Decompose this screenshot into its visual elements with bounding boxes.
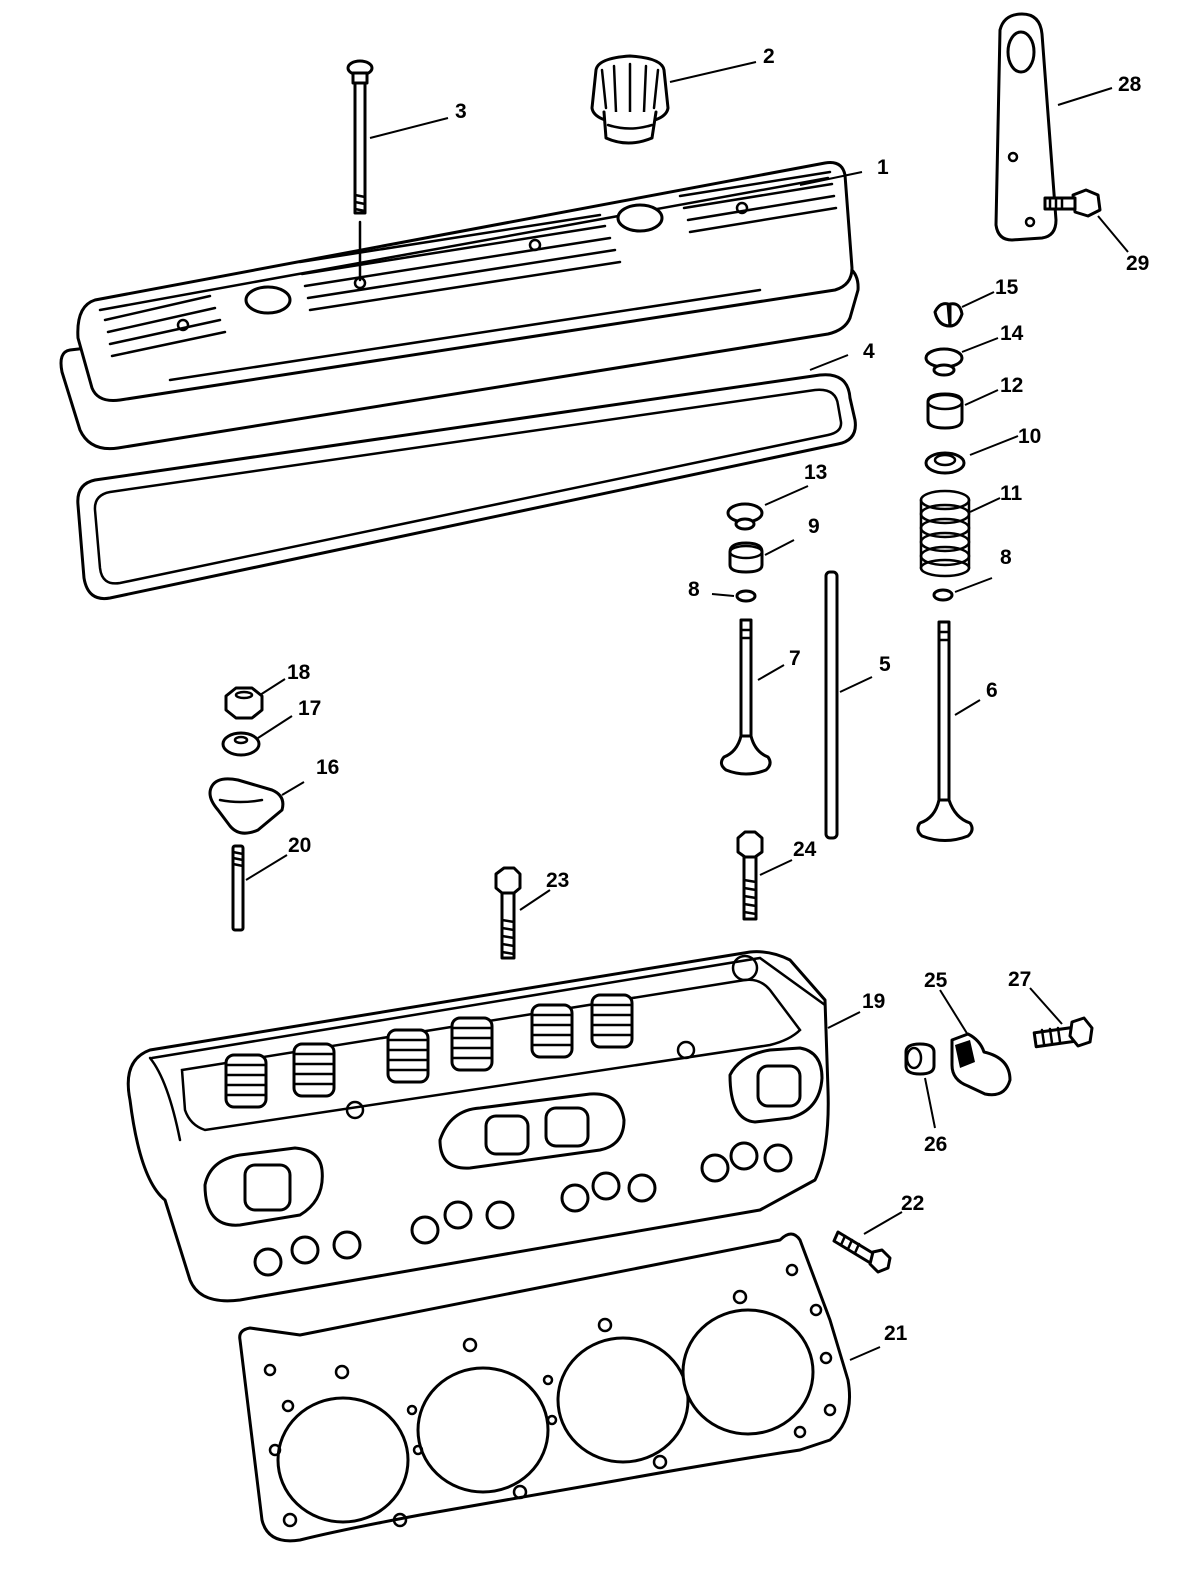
callout-20: 20 bbox=[288, 834, 311, 857]
callout-8-left: 8 bbox=[688, 578, 700, 601]
callout-4: 4 bbox=[863, 340, 875, 363]
callout-8-right: 8 bbox=[1000, 546, 1012, 569]
clamp-bolt bbox=[1032, 1016, 1094, 1049]
valve-cover bbox=[59, 161, 860, 451]
rocker-ball bbox=[221, 731, 261, 757]
head-bolt-short bbox=[494, 866, 522, 960]
callout-26: 26 bbox=[924, 1133, 947, 1156]
callout-27: 27 bbox=[1008, 968, 1031, 991]
valve-rotator bbox=[926, 392, 964, 430]
callout-24: 24 bbox=[793, 838, 817, 861]
valve-cover-bolt bbox=[346, 59, 374, 282]
callout-23: 23 bbox=[546, 869, 569, 892]
oil-seal-left bbox=[735, 589, 757, 603]
callout-1: 1 bbox=[877, 156, 889, 179]
head-valve-springs bbox=[224, 993, 634, 1109]
head-bolt-long bbox=[736, 830, 764, 921]
spring-shim bbox=[924, 451, 966, 475]
callout-5: 5 bbox=[879, 653, 891, 676]
pushrod bbox=[824, 570, 839, 840]
callout-13: 13 bbox=[804, 461, 827, 484]
oil-seal-right bbox=[932, 588, 954, 602]
valve-cover-gasket bbox=[76, 373, 857, 601]
callout-29: 29 bbox=[1126, 252, 1149, 275]
spacer bbox=[904, 1042, 936, 1076]
bracket-bolt bbox=[1043, 188, 1102, 218]
cylinder-head bbox=[126, 950, 830, 1303]
rocker-arm bbox=[208, 777, 285, 835]
callout-3: 3 bbox=[455, 100, 467, 123]
rocker-stud bbox=[231, 844, 245, 932]
callout-labels: 1 2 3 4 5 6 7 8 8 9 10 11 12 13 14 15 16… bbox=[287, 45, 1149, 1345]
callout-15: 15 bbox=[995, 276, 1019, 299]
leader-lines bbox=[245, 61, 1129, 1361]
intake-spring-cap bbox=[726, 502, 764, 531]
callout-6: 6 bbox=[986, 679, 998, 702]
clamp bbox=[950, 1032, 1012, 1097]
valve-shield bbox=[728, 541, 764, 574]
oil-filler-cap bbox=[590, 54, 670, 145]
callout-17: 17 bbox=[298, 697, 321, 720]
lower-head-bolt bbox=[832, 1230, 892, 1274]
lifting-bracket bbox=[994, 12, 1058, 242]
callout-2: 2 bbox=[763, 45, 775, 68]
valve-keepers bbox=[933, 302, 964, 328]
callout-7: 7 bbox=[789, 647, 801, 670]
intake-valve bbox=[719, 618, 772, 776]
callout-16: 16 bbox=[316, 756, 339, 779]
rocker-arm-nut bbox=[224, 686, 264, 720]
callout-10: 10 bbox=[1018, 425, 1041, 448]
callout-21: 21 bbox=[884, 1322, 908, 1345]
valve-spring bbox=[919, 489, 971, 578]
callout-11: 11 bbox=[1000, 482, 1023, 505]
callout-14: 14 bbox=[1000, 322, 1024, 345]
callout-18: 18 bbox=[287, 661, 311, 684]
callout-22: 22 bbox=[901, 1192, 924, 1215]
callout-25: 25 bbox=[924, 969, 948, 992]
callout-28: 28 bbox=[1118, 73, 1142, 96]
callout-9: 9 bbox=[808, 515, 820, 538]
exhaust-valve bbox=[916, 620, 974, 842]
cylinder-head-gasket bbox=[238, 1232, 852, 1543]
callout-19: 19 bbox=[862, 990, 885, 1013]
spring-cap bbox=[924, 347, 964, 377]
callout-12: 12 bbox=[1000, 374, 1023, 397]
